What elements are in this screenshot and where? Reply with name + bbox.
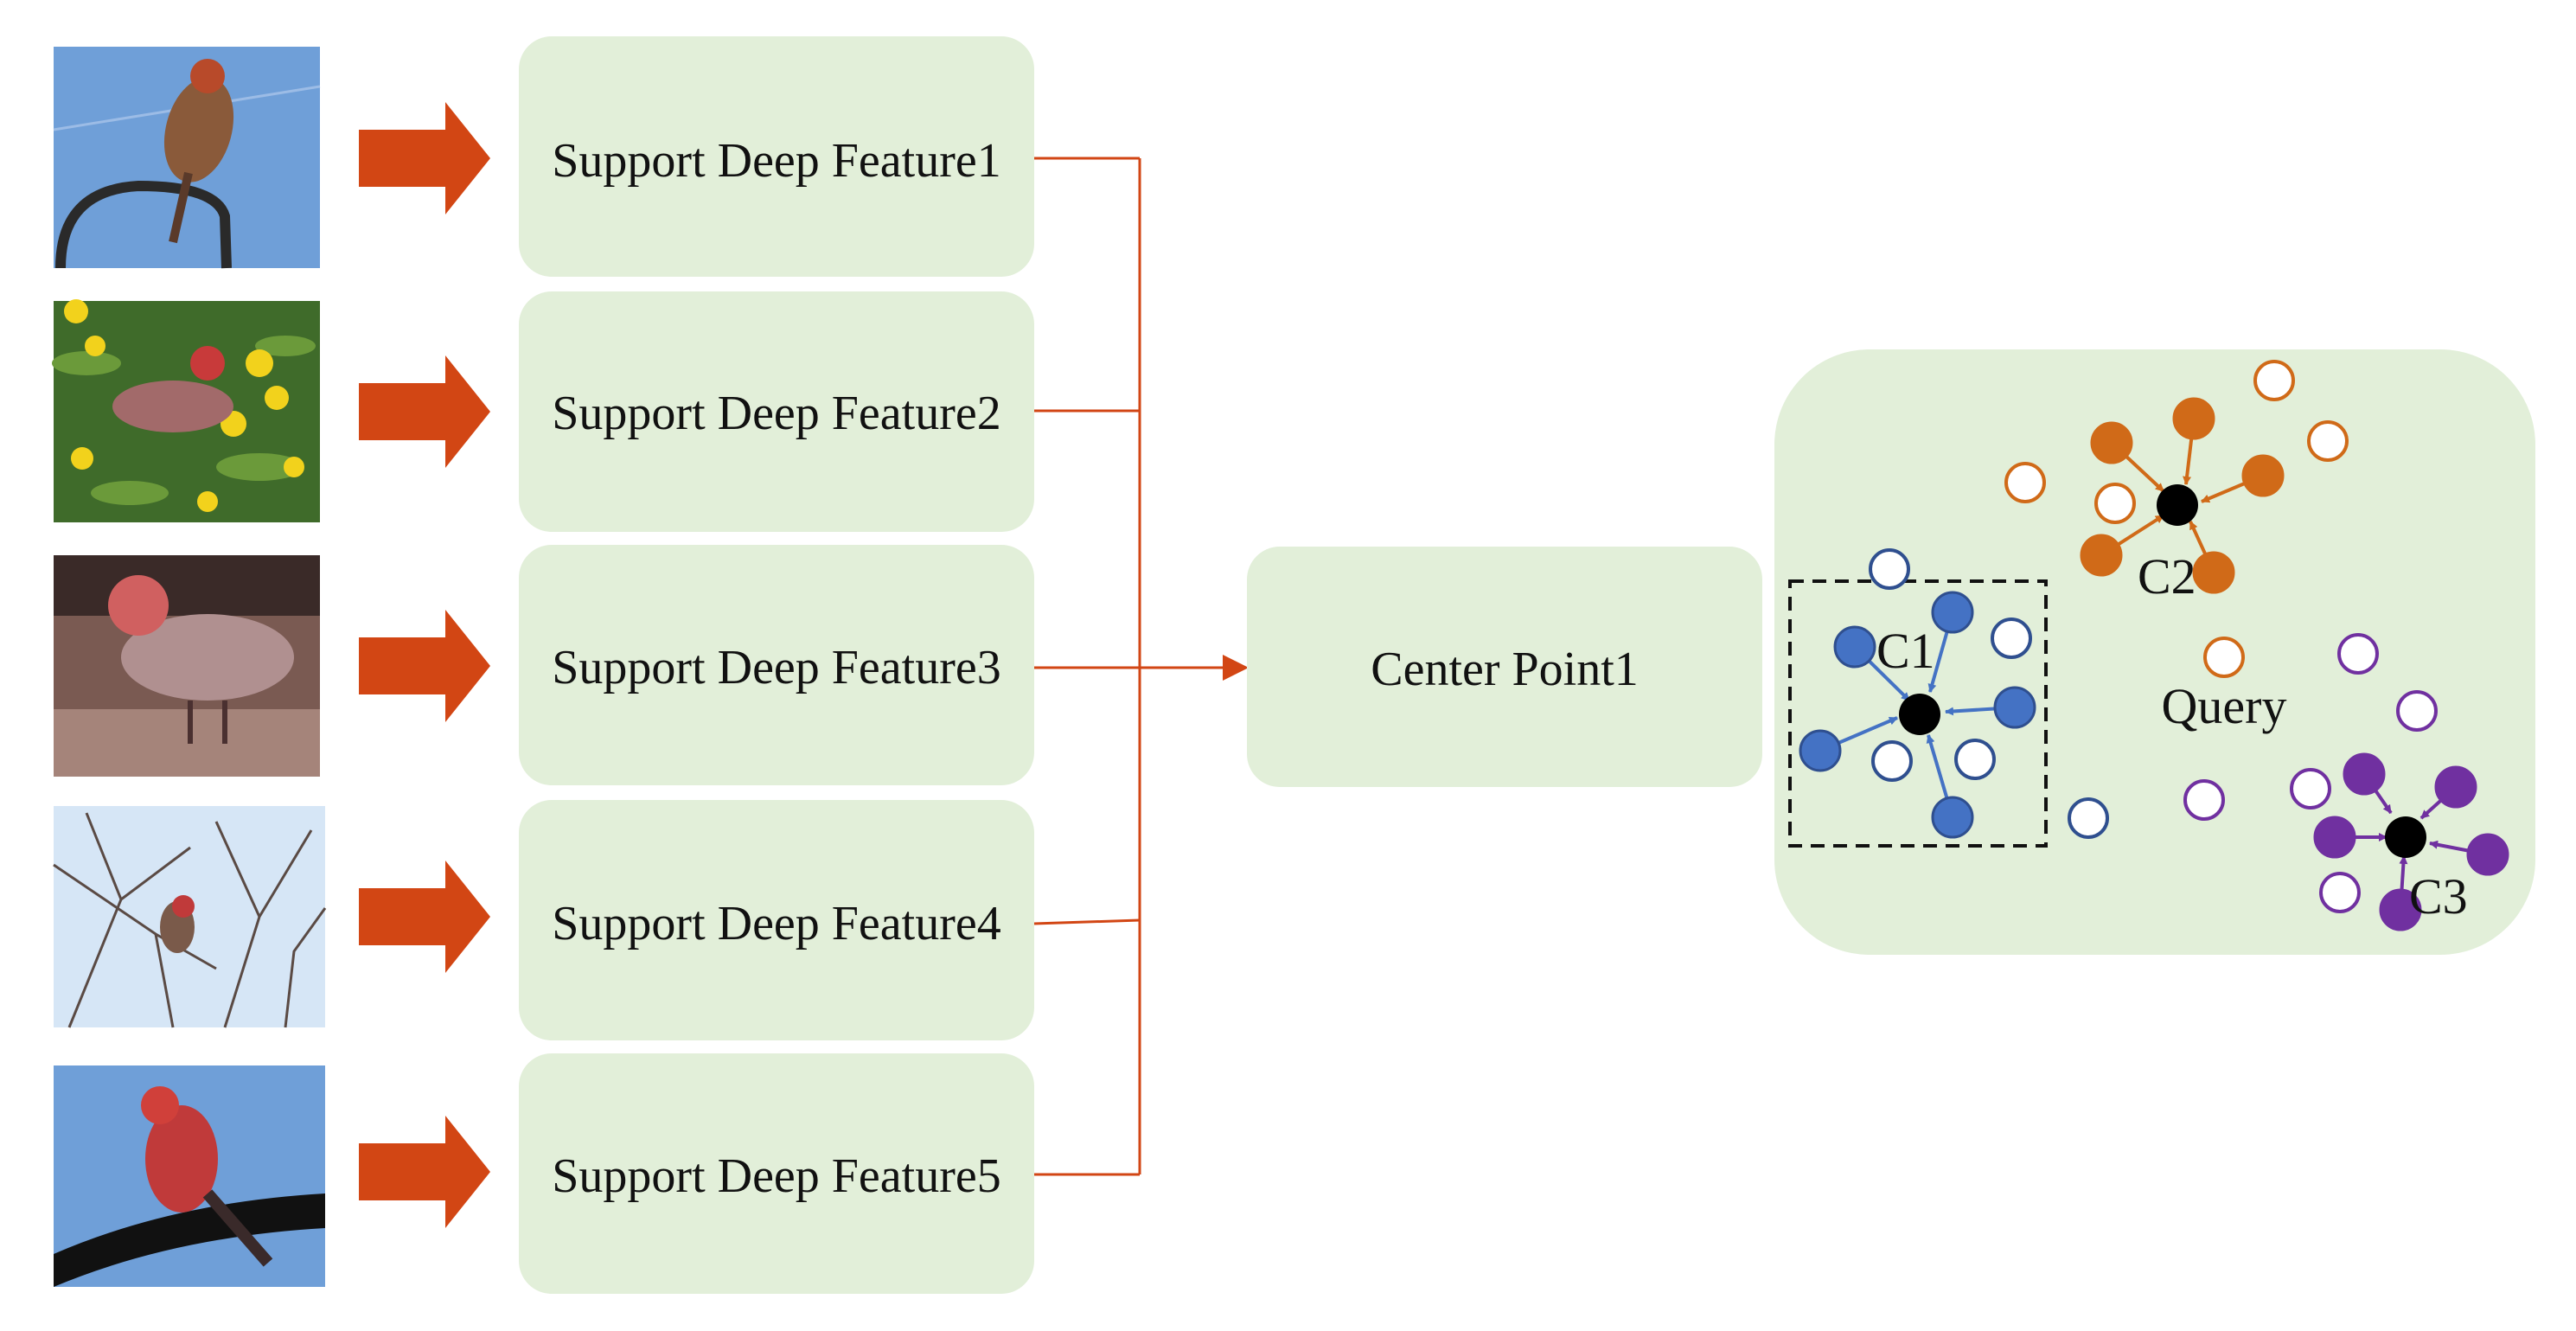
c2-support-point bbox=[2172, 397, 2215, 440]
c3-support-point bbox=[2466, 833, 2509, 876]
c2-support-point bbox=[2192, 551, 2235, 594]
arrow-4 bbox=[359, 861, 490, 973]
feature-label-2: Support Deep Feature2 bbox=[552, 387, 1000, 440]
feature-box-3 bbox=[519, 545, 1034, 785]
c2-query-point bbox=[2094, 483, 2136, 524]
feature-box-2 bbox=[519, 291, 1034, 532]
query-label: Query bbox=[2162, 678, 2287, 734]
c1-support-point bbox=[1931, 796, 1974, 839]
bird-photo-3 bbox=[54, 555, 320, 777]
c3-query-point bbox=[2290, 768, 2331, 809]
c1-support-point bbox=[1931, 591, 1974, 634]
arrow-3 bbox=[359, 610, 490, 722]
feature-box-4 bbox=[519, 800, 1034, 1040]
c1-query-point bbox=[1871, 740, 1913, 782]
c1-label: C1 bbox=[1876, 623, 1935, 679]
c1-selection-box bbox=[1788, 579, 2048, 848]
cluster-c2: C2 bbox=[2004, 360, 2349, 678]
c1-query-point bbox=[2068, 797, 2109, 839]
cluster-c3: C3 bbox=[2183, 633, 2509, 931]
arrow-1 bbox=[359, 102, 490, 214]
center-point-label: Center Point1 bbox=[1371, 643, 1639, 696]
c3-label: C3 bbox=[2409, 868, 2468, 925]
c1-query-point bbox=[1991, 618, 2032, 659]
c2-center-point bbox=[2157, 484, 2198, 526]
center-point-box bbox=[1247, 547, 1762, 787]
cluster-c1: C1 bbox=[1799, 548, 2109, 839]
c3-query-point bbox=[2319, 872, 2361, 913]
arrow-5 bbox=[359, 1116, 490, 1228]
c1-support-point bbox=[1993, 686, 2036, 729]
c3-query-point bbox=[2396, 690, 2438, 732]
feature-label-1: Support Deep Feature1 bbox=[552, 134, 1000, 188]
c2-query-point bbox=[2203, 637, 2245, 678]
c3-support-point bbox=[2379, 888, 2422, 931]
c3-support-point bbox=[2434, 765, 2477, 809]
c2-query-point bbox=[2004, 462, 2046, 503]
c2-query-point bbox=[2253, 360, 2295, 401]
c1-support-point bbox=[1833, 625, 1876, 669]
bird-photo-5 bbox=[54, 1065, 325, 1287]
c1-query-point bbox=[1954, 739, 1996, 780]
feature-box-1 bbox=[519, 36, 1034, 277]
bird-photo-4 bbox=[53, 806, 327, 1028]
feature-box-5 bbox=[519, 1053, 1034, 1294]
feature-label-4: Support Deep Feature4 bbox=[552, 897, 1000, 950]
c3-support-point bbox=[2313, 816, 2356, 859]
arrow-2 bbox=[359, 355, 490, 468]
c3-query-point bbox=[2337, 633, 2379, 675]
feature-label-3: Support Deep Feature3 bbox=[552, 641, 1000, 694]
c3-query-point bbox=[2183, 779, 2225, 821]
c3-support-point bbox=[2343, 752, 2386, 796]
c3-center-point bbox=[2385, 816, 2426, 858]
c2-support-point bbox=[2080, 534, 2123, 577]
c1-query-point bbox=[1869, 548, 1910, 590]
c1-support-point bbox=[1799, 729, 1842, 772]
c2-support-point bbox=[2090, 421, 2133, 464]
connector-bracket bbox=[1033, 157, 1249, 1176]
c2-query-point bbox=[2307, 420, 2349, 462]
bird-photo-1 bbox=[53, 47, 321, 269]
feature-label-5: Support Deep Feature5 bbox=[552, 1149, 1000, 1203]
c2-label: C2 bbox=[2138, 548, 2196, 605]
c2-support-point bbox=[2241, 454, 2285, 497]
c1-center-point bbox=[1899, 694, 1940, 735]
bird-photo-2 bbox=[52, 299, 320, 522]
